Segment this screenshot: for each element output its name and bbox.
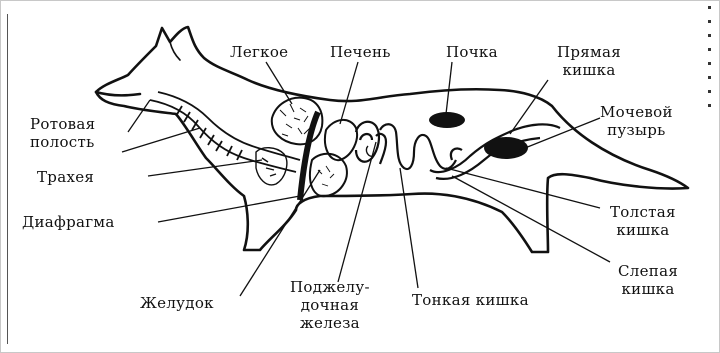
- label-cecum-line2: кишка: [618, 280, 678, 298]
- label-stomach: Желудок: [140, 294, 214, 312]
- label-pancreas-line3: железа: [290, 314, 370, 332]
- label-rectum: Прямая кишка: [557, 43, 621, 79]
- label-large-intestine-line2: кишка: [610, 221, 676, 239]
- label-oral-cavity-line1: Ротовая: [30, 115, 95, 133]
- label-pancreas-line1: Поджелу-: [290, 278, 370, 296]
- label-liver: Печень: [330, 43, 391, 61]
- label-oral-cavity: Ротовая полость: [30, 115, 95, 151]
- trachea-tube: [150, 92, 300, 172]
- label-small-intestine: Тонкая кишка: [412, 291, 529, 309]
- mouth-line: [96, 92, 140, 95]
- label-kidney: Почка: [446, 43, 498, 61]
- label-bladder: Мочевой пузырь: [600, 103, 673, 139]
- label-lung: Легкое: [230, 43, 288, 61]
- label-oral-cavity-line2: полость: [30, 133, 95, 151]
- stomach-shape: [310, 154, 347, 196]
- label-pancreas: Поджелу- дочная железа: [290, 278, 370, 332]
- label-large-intestine-line1: Толстая: [610, 203, 676, 221]
- label-bladder-line2: пузырь: [600, 121, 673, 139]
- bladder-shape: [484, 137, 528, 159]
- label-large-intestine: Толстая кишка: [610, 203, 676, 239]
- label-diaphragm: Диафрагма: [22, 213, 115, 231]
- label-pancreas-line2: дочная: [290, 296, 370, 314]
- kidney-shape: [429, 112, 465, 128]
- label-trachea: Трахея: [37, 168, 94, 186]
- label-cecum: Слепая кишка: [618, 262, 678, 298]
- label-cecum-line1: Слепая: [618, 262, 678, 280]
- label-bladder-line1: Мочевой: [600, 103, 673, 121]
- label-rectum-line1: Прямая: [557, 43, 621, 61]
- label-rectum-line2: кишка: [557, 61, 621, 79]
